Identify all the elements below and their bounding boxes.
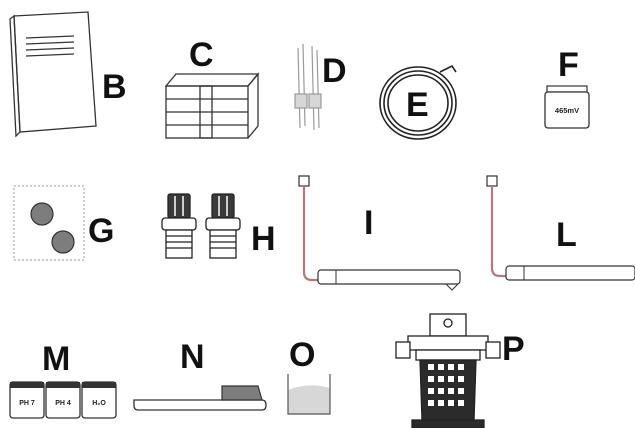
label-e: E: [406, 86, 429, 124]
label-h: H: [251, 220, 276, 258]
fitting-left: [162, 194, 196, 258]
item-b-manual: [10, 12, 96, 136]
label-n: N: [180, 338, 205, 376]
label-p: P: [502, 330, 525, 368]
label-c: C: [189, 36, 214, 74]
item-p-filter: [396, 314, 500, 428]
m-ph7: PH 7: [19, 400, 35, 407]
item-n-tray: [134, 386, 266, 410]
m-ph4: PH 4: [55, 400, 71, 407]
label-f: F: [558, 46, 579, 84]
item-g-discs: [14, 186, 84, 260]
item-i-probe: [299, 176, 460, 290]
fitting-right: [206, 194, 240, 258]
m-h2o: H₂O: [92, 400, 106, 407]
label-i: I: [364, 204, 373, 242]
label-b: B: [102, 68, 127, 106]
label-m: M: [42, 340, 70, 378]
item-h-fittings: [162, 194, 240, 258]
f-reading: 465mV: [555, 106, 579, 115]
label-o: O: [289, 336, 315, 374]
item-o-beaker: [288, 374, 330, 414]
item-c-box: [166, 74, 258, 138]
label-d: D: [322, 52, 347, 90]
label-g: G: [88, 212, 114, 250]
label-l: L: [556, 216, 577, 254]
item-d-connectors: [295, 44, 321, 130]
